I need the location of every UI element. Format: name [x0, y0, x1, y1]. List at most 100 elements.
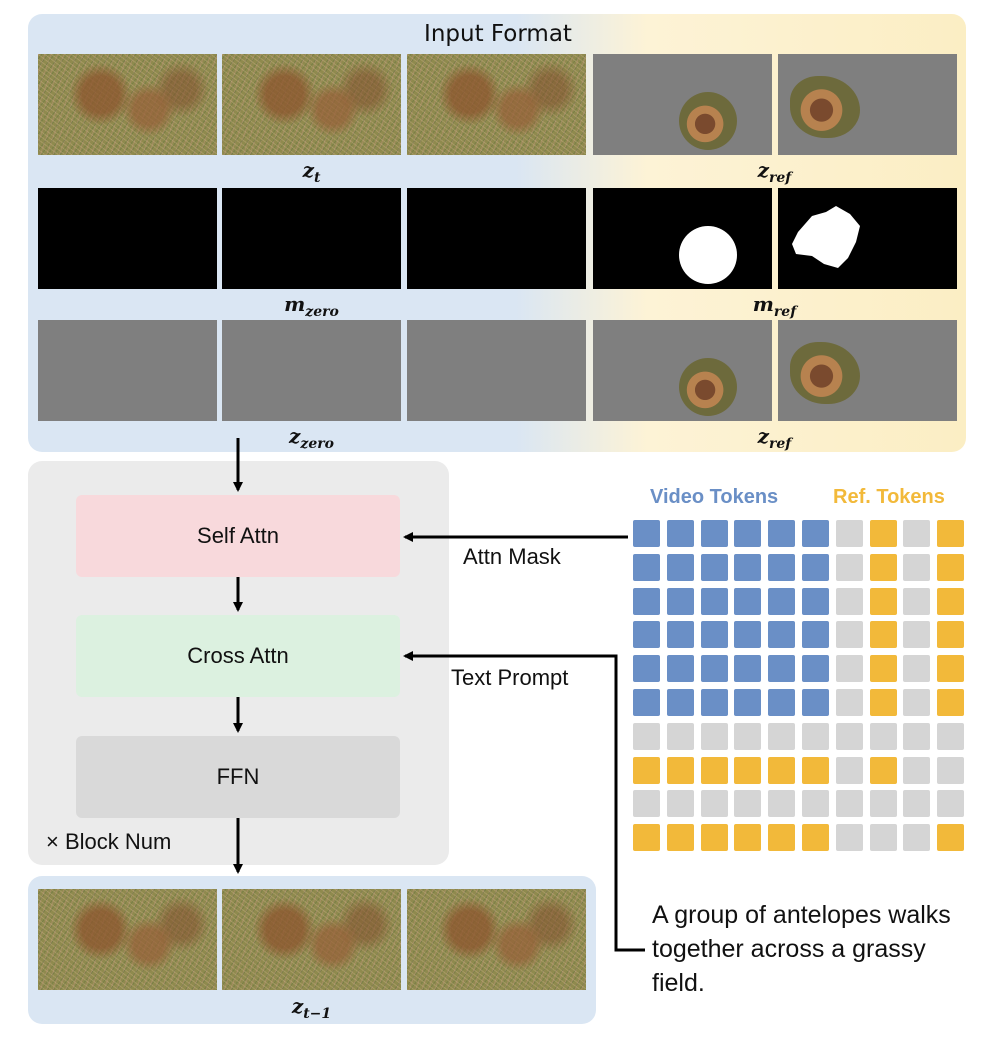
- label-zref-bottom: zref: [757, 424, 792, 452]
- mask-cell: [633, 520, 660, 547]
- mask-cell: [937, 689, 965, 716]
- noisy-frame-1: [38, 54, 217, 155]
- mask-cell: [802, 824, 829, 852]
- mask-cell: [869, 587, 897, 615]
- ref-frame-1: [593, 54, 772, 155]
- mask-cell: [802, 689, 829, 716]
- mask-cell: [903, 790, 931, 818]
- mask-cell: [768, 722, 796, 750]
- mask-cell: [903, 689, 931, 716]
- mask-cell: [700, 790, 728, 818]
- mask-cell: [768, 587, 796, 615]
- mask-cell: [937, 824, 965, 852]
- ref-frame-3: [593, 320, 772, 421]
- mask-cell: [768, 655, 796, 683]
- mask-cell: [802, 790, 829, 818]
- mask-cell: [802, 520, 829, 547]
- mask-cell: [666, 790, 694, 818]
- mask-cell: [903, 621, 931, 649]
- mask-cell: [903, 553, 931, 581]
- mask-cell: [937, 553, 965, 581]
- self-attn-block: Self Attn: [76, 495, 400, 577]
- mask-cell: [802, 722, 829, 750]
- mask-cell: [835, 655, 863, 683]
- mask-cell: [835, 790, 863, 818]
- mask-cell: [768, 621, 796, 649]
- mask-cell: [768, 790, 796, 818]
- mask-cell: [700, 520, 728, 547]
- mask-cell: [734, 756, 762, 784]
- label-zref-top: zref: [757, 158, 792, 186]
- noisy-frame-2: [222, 54, 401, 155]
- mask-cell: [734, 520, 762, 547]
- mask-cell: [633, 655, 660, 683]
- mask-cell: [734, 790, 762, 818]
- mask-cell: [835, 824, 863, 852]
- mask-cell: [835, 756, 863, 784]
- mask-cell: [869, 756, 897, 784]
- mask-cell: [734, 655, 762, 683]
- mask-cell: [633, 722, 660, 750]
- ref-antelope-circle: [679, 92, 737, 150]
- mask-cell: [835, 587, 863, 615]
- mask-cell: [903, 587, 931, 615]
- mask-cell: [937, 756, 965, 784]
- mask-cell: [633, 790, 660, 818]
- ref-tokens-label: Ref. Tokens: [833, 486, 945, 508]
- mask-cell: [633, 756, 660, 784]
- mask-cell: [869, 824, 897, 852]
- mask-cell: [937, 621, 965, 649]
- mask-cell: [802, 553, 829, 581]
- mask-frame-1: [38, 188, 217, 289]
- mask-frame-2: [222, 188, 401, 289]
- ref-antelope-blob: [790, 76, 860, 138]
- mask-frame-ref-1: [593, 188, 772, 289]
- mask-cell: [869, 790, 897, 818]
- mask-cell: [768, 520, 796, 547]
- mask-cell: [666, 689, 694, 716]
- mask-circle: [679, 226, 737, 284]
- mask-cell: [633, 587, 660, 615]
- label-mref: mref: [752, 292, 797, 320]
- mask-cell: [802, 756, 829, 784]
- label-zt-minus-1: zt−1: [291, 994, 332, 1022]
- mask-cell: [869, 553, 897, 581]
- zero-frame-3: [407, 320, 586, 421]
- mask-frame-3: [407, 188, 586, 289]
- attn-mask-label: Attn Mask: [463, 544, 561, 569]
- video-tokens-label: Video Tokens: [650, 486, 779, 508]
- mask-cell: [835, 520, 863, 547]
- mask-cell: [633, 553, 660, 581]
- mask-cell: [937, 655, 965, 683]
- mask-frame-ref-2: [778, 188, 957, 289]
- zero-frame-2: [222, 320, 401, 421]
- mask-cell: [734, 553, 762, 581]
- mask-cell: [835, 621, 863, 649]
- mask-cell: [734, 689, 762, 716]
- ffn-block: FFN: [76, 736, 400, 818]
- mask-cell: [700, 689, 728, 716]
- block-num-label: × Block Num: [46, 829, 172, 854]
- mask-cell: [937, 722, 965, 750]
- mask-cell: [835, 722, 863, 750]
- mask-cell: [903, 655, 931, 683]
- ref-antelope-circle-2: [679, 358, 737, 416]
- mask-cell: [869, 655, 897, 683]
- ref-frame-2: [778, 54, 957, 155]
- output-frame-1: [38, 889, 217, 990]
- mask-cell: [700, 722, 728, 750]
- mask-cell: [633, 824, 660, 852]
- ref-antelope-blob-2: [790, 342, 860, 404]
- mask-cell: [937, 587, 965, 615]
- mask-cell: [700, 824, 728, 852]
- mask-cell: [802, 621, 829, 649]
- mask-cell: [633, 621, 660, 649]
- mask-cell: [700, 587, 728, 615]
- mask-cell: [666, 520, 694, 547]
- zero-frame-1: [38, 320, 217, 421]
- mask-cell: [633, 689, 660, 716]
- mask-cell: [734, 621, 762, 649]
- mask-cell: [666, 553, 694, 581]
- mask-cell: [734, 587, 762, 615]
- text-prompt-content: A group of antelopes walks together acro…: [652, 901, 951, 997]
